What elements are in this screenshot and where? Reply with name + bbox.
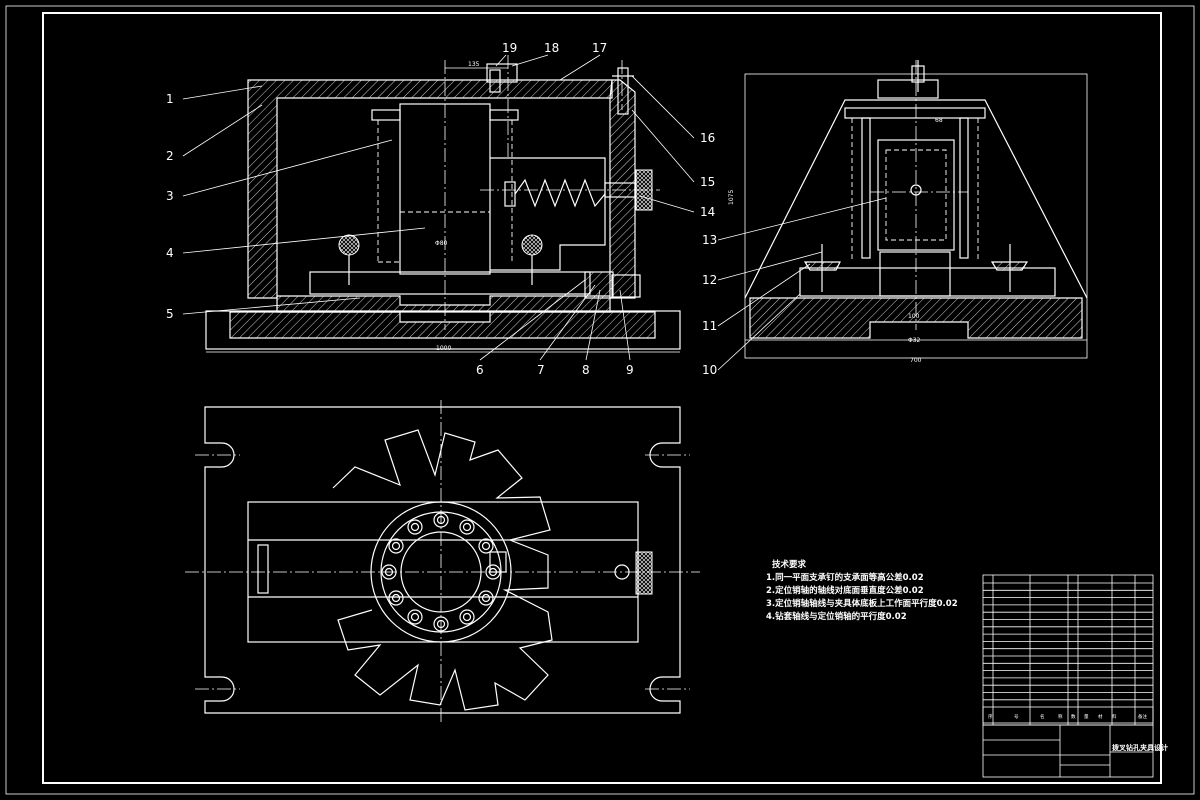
bushing-bore: [462, 522, 472, 532]
bom-header-6: 材: [1098, 713, 1103, 720]
leaders-side: [717, 197, 887, 371]
side-view: 68 100 Φ32 700 1075: [728, 60, 1088, 364]
part-label-18: 18: [544, 41, 559, 55]
bushing-hole: [407, 519, 423, 535]
title-block-name: 拨叉钻孔夹具设计: [1112, 743, 1168, 752]
bushing-hole: [459, 609, 475, 625]
bushing-hole: [485, 564, 501, 580]
leaders-bottom: [479, 279, 631, 361]
bushing-hole: [407, 609, 423, 625]
bushing-bore: [436, 619, 446, 629]
bom-header-5: 量: [1084, 713, 1089, 720]
bom-header-0: 序: [988, 713, 993, 720]
part-label-5: 5: [166, 307, 174, 321]
tech-requirements: 技术要求 1.同一平面支承钉的支承面等高公差0.02 2.定位销轴的轴线对底面垂…: [766, 559, 958, 622]
dim-side-height: 1075: [728, 190, 735, 205]
part-label-9: 9: [626, 363, 634, 377]
dim-front-width: 1000: [436, 345, 451, 352]
bushing-bore: [391, 593, 401, 603]
part-label-7: 7: [537, 363, 545, 377]
bushing-bore: [391, 541, 401, 551]
bushing-hole: [388, 538, 404, 554]
bushing-bore: [410, 522, 420, 532]
bushing-hole: [433, 512, 449, 528]
bushing-hole: [478, 590, 494, 606]
bom-header-4: 数: [1071, 713, 1076, 720]
dim-side-bore1: 100: [908, 313, 920, 320]
sheet-outer-border: [5, 5, 1195, 795]
part-label-10: 10: [702, 363, 717, 377]
tech-item-2: 2.定位销轴的轴线对底面垂直度公差0.02: [766, 585, 924, 596]
part-label-1: 1: [166, 92, 174, 106]
front-section-view: 135 Φ80 1000: [205, 55, 681, 353]
part-label-4: 4: [166, 246, 174, 260]
bushing-bore: [481, 593, 491, 603]
part-label-19: 19: [502, 41, 517, 55]
tech-item-1: 1.同一平面支承钉的支承面等高公差0.02: [766, 572, 924, 583]
tech-title: 技术要求: [772, 559, 807, 570]
bushing-hole: [388, 590, 404, 606]
bushing-bore: [384, 567, 394, 577]
bushing-hole: [381, 564, 397, 580]
bushing-bore: [488, 567, 498, 577]
part-label-8: 8: [582, 363, 590, 377]
part-label-2: 2: [166, 149, 174, 163]
bom-header-8: 备注: [1138, 713, 1147, 720]
title-block: 序 号 名 称 数 量 材 料 备注 拨叉钻孔夹具设计: [982, 574, 1168, 778]
tech-item-4: 4.钻套轴线与定位销轴的平行度0.02: [766, 611, 907, 622]
tech-item-3: 3.定位销轴轴线与夹具体底板上工作面平行度0.02: [766, 598, 958, 609]
bushing-bore: [462, 612, 472, 622]
bom-header-7: 料: [1112, 713, 1117, 720]
bushing-bore: [436, 515, 446, 525]
leaders-left: [182, 85, 426, 315]
bushing-hole: [459, 519, 475, 535]
dim-side-small: 68: [935, 117, 943, 124]
bushing-hole: [433, 616, 449, 632]
part-label-14: 14: [700, 205, 715, 219]
bushing-bore: [481, 541, 491, 551]
plan-view: [185, 400, 700, 722]
part-label-15: 15: [700, 175, 715, 189]
dim-side-bore2: Φ32: [908, 337, 921, 344]
bom-header-2: 名: [1040, 713, 1045, 720]
part-label-17: 17: [592, 41, 607, 55]
bushing-bore: [410, 612, 420, 622]
part-label-6: 6: [476, 363, 484, 377]
part-label-3: 3: [166, 189, 174, 203]
part-label-13: 13: [702, 233, 717, 247]
part-label-12: 12: [702, 273, 717, 287]
bom-header-1: 号: [1014, 714, 1019, 720]
sheet-inner-border: [42, 12, 1162, 784]
bolt-circle: [381, 512, 501, 632]
leaders-top: [495, 54, 695, 213]
bom-header-3: 称: [1058, 713, 1063, 720]
bushing-hole: [478, 538, 494, 554]
part-label-16: 16: [700, 131, 715, 145]
part-label-11: 11: [702, 319, 717, 333]
dim-side-width: 700: [910, 357, 922, 364]
dim-front-top: 135: [468, 61, 480, 68]
dim-front-bore: Φ80: [435, 240, 448, 247]
